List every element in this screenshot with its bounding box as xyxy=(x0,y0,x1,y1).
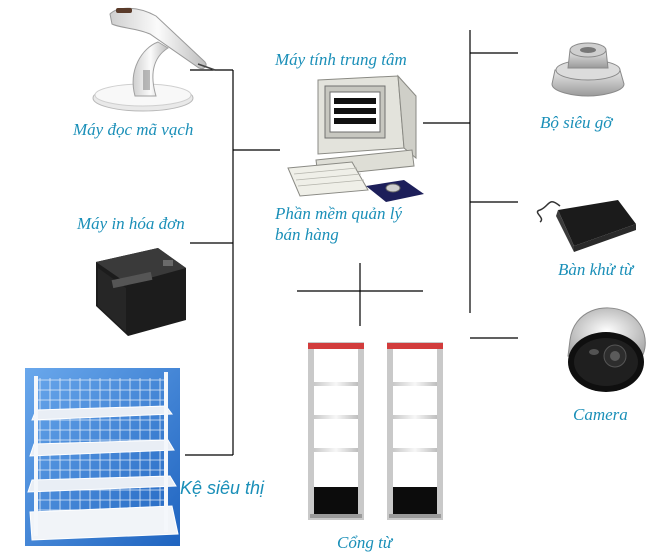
label-security-gate: Cổng từ xyxy=(337,533,393,552)
label-camera: Camera xyxy=(573,405,628,424)
label-supermarket-shelf: Kệ siêu thị xyxy=(180,478,265,498)
gate-pillar-left xyxy=(308,342,364,520)
computer-icon xyxy=(287,74,424,202)
label-pos-software-line1: Phần mềm quản lý xyxy=(275,204,403,223)
label-receipt-printer: Máy in hóa đơn xyxy=(77,214,185,233)
label-barcode-scanner: Máy đọc mã vạch xyxy=(73,120,194,139)
receipt-printer-icon xyxy=(96,248,186,336)
label-pos-software-line2: bán hàng xyxy=(275,225,339,244)
dome-camera-icon xyxy=(567,307,646,392)
barcode-scanner-icon xyxy=(92,7,216,112)
tag-remover-icon xyxy=(545,37,629,99)
supermarket-shelf-icon xyxy=(25,368,180,546)
label-deactivator-pad: Bàn khử từ xyxy=(558,260,634,279)
label-tag-remover: Bộ siêu gỡ xyxy=(540,113,613,132)
gate-pillar-right xyxy=(387,342,443,520)
security-gate-icon xyxy=(308,342,443,520)
deactivator-pad-icon xyxy=(536,200,636,252)
label-central-computer: Máy tính trung tâm xyxy=(275,50,407,69)
connector-lines xyxy=(185,30,518,456)
